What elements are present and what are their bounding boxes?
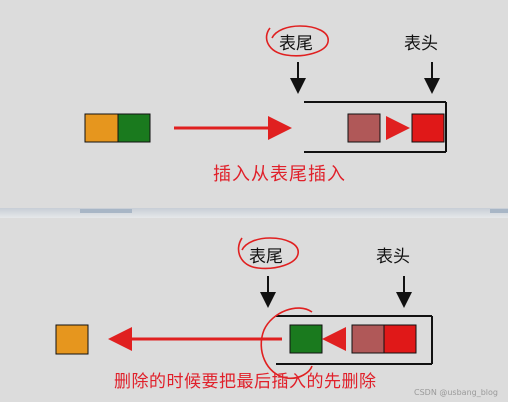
stack-dusty-block (347, 113, 381, 143)
green-block-annotation-arc (260, 307, 313, 380)
bottom-diagram-panel (0, 218, 508, 402)
tail-label-bottom: 表尾 (249, 247, 283, 267)
stack-dusty-block-bottom (351, 324, 385, 354)
stack-green-block (289, 324, 323, 354)
divider-tab-fragment (80, 209, 132, 213)
delete-caption: 删除的时候要把最后插入的先删除 (114, 372, 377, 392)
stack-red-block (411, 113, 445, 143)
divider-strip (0, 208, 508, 218)
tail-label: 表尾 (279, 34, 313, 54)
stack-red-block-bottom (383, 324, 417, 354)
insert-caption: 插入从表尾插入 (213, 164, 346, 185)
incoming-green-block (117, 113, 151, 143)
head-label: 表头 (404, 34, 438, 54)
removed-orange-block (55, 324, 89, 355)
tail-annotation-circle-bottom (237, 237, 299, 270)
head-label-bottom: 表头 (376, 247, 410, 267)
watermark: CSDN @usbang_blog (414, 388, 498, 397)
top-diagram-panel (0, 0, 508, 208)
incoming-orange-block (84, 113, 119, 143)
tail-annotation-circle (265, 25, 329, 57)
divider-tab-fragment (490, 209, 508, 213)
